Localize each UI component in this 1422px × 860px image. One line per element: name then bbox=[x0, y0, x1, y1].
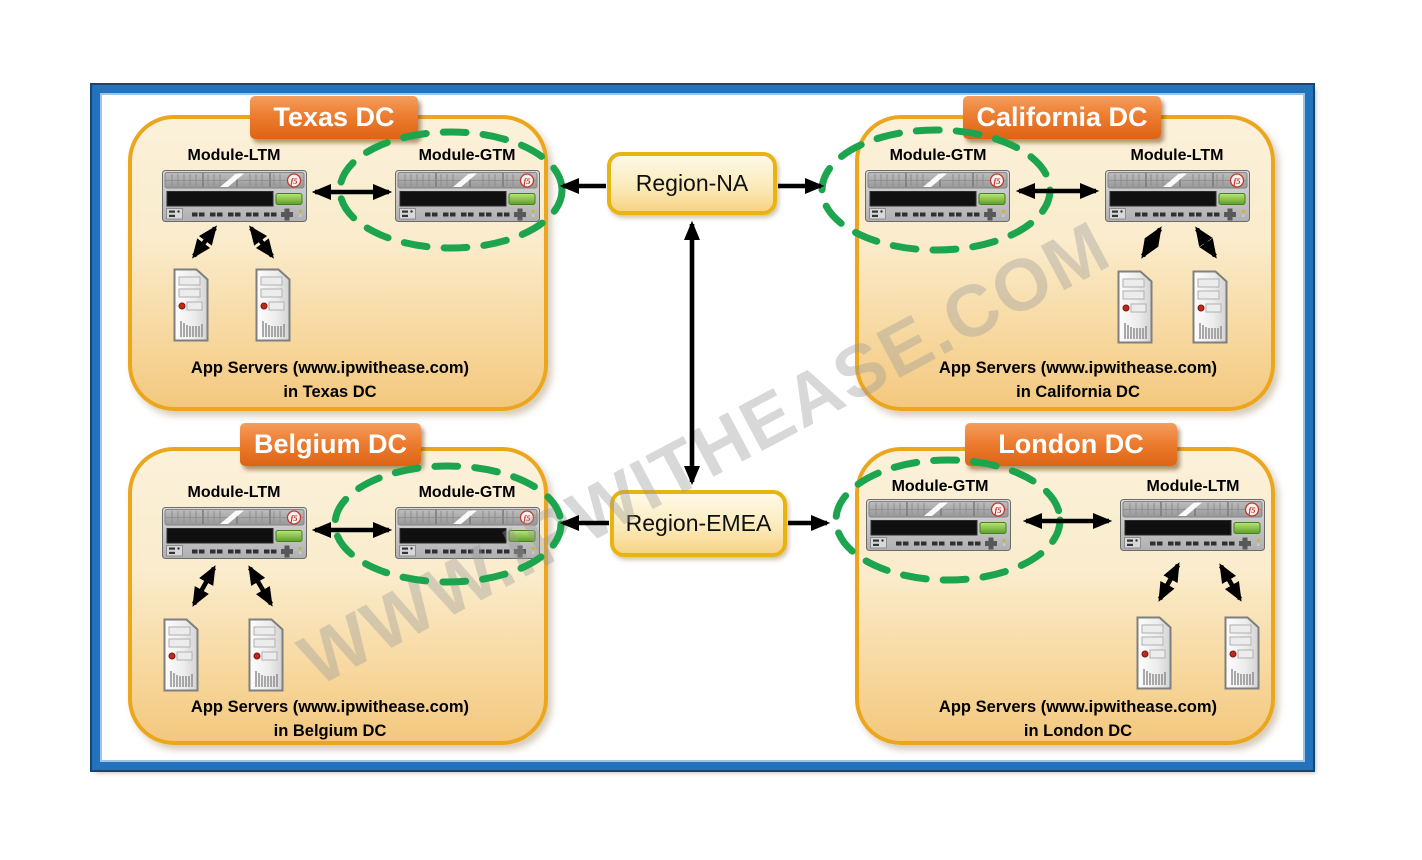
server-icon bbox=[1134, 616, 1174, 690]
server-icon bbox=[1222, 616, 1262, 690]
f5-appliance-icon-london-gtm bbox=[866, 499, 1011, 551]
f5-appliance-icon-belgium-gtm bbox=[395, 507, 540, 559]
module-label-belgium-ltm: Module-LTM bbox=[187, 484, 281, 501]
module-label-london-ltm: Module-LTM bbox=[1146, 478, 1240, 495]
diagram-frame bbox=[90, 83, 1315, 772]
dc-caption-belgium: App Servers (www.ipwithease.com) in Belg… bbox=[150, 695, 510, 743]
module-label-belgium-gtm: Module-GTM bbox=[418, 484, 516, 501]
dc-banner-california: California DC bbox=[963, 96, 1161, 139]
f5-appliance-icon-california-ltm bbox=[1105, 170, 1250, 222]
dc-caption-california: App Servers (www.ipwithease.com) in Cali… bbox=[898, 356, 1258, 404]
dc-banner-london: London DC bbox=[965, 423, 1177, 466]
dc-title: California DC bbox=[976, 102, 1148, 132]
module-label-california-gtm: Module-GTM bbox=[889, 147, 987, 164]
server-icon bbox=[253, 268, 293, 342]
server-icon bbox=[171, 268, 211, 342]
caption-line: App Servers (www.ipwithease.com) bbox=[938, 698, 1218, 716]
f5-appliance-icon-california-gtm bbox=[865, 170, 1010, 222]
caption-line: in Texas DC bbox=[283, 383, 377, 401]
dc-caption-london: App Servers (www.ipwithease.com) in Lond… bbox=[898, 695, 1258, 743]
f5-appliance-icon-texas-gtm bbox=[395, 170, 540, 222]
f5-appliance-icon-belgium-ltm bbox=[162, 507, 307, 559]
dc-caption-texas: App Servers (www.ipwithease.com) in Texa… bbox=[150, 356, 510, 404]
module-label-texas-ltm: Module-LTM bbox=[187, 147, 281, 164]
dc-banner-texas: Texas DC bbox=[250, 96, 418, 139]
server-icon bbox=[1115, 270, 1155, 344]
region-label: Region-EMEA bbox=[625, 510, 772, 536]
region-label: Region-NA bbox=[635, 170, 749, 196]
dc-banner-belgium: Belgium DC bbox=[240, 423, 421, 466]
module-label-london-gtm: Module-GTM bbox=[891, 478, 989, 495]
caption-line: App Servers (www.ipwithease.com) bbox=[190, 359, 470, 377]
dc-title: London DC bbox=[998, 429, 1144, 459]
f5-appliance-icon-london-ltm bbox=[1120, 499, 1265, 551]
module-label-california-ltm: Module-LTM bbox=[1130, 147, 1224, 164]
server-icon bbox=[1190, 270, 1230, 344]
region-node-emea: Region-EMEA bbox=[610, 490, 787, 557]
f5-appliance-icon-texas-ltm bbox=[162, 170, 307, 222]
module-label-texas-gtm: Module-GTM bbox=[418, 147, 516, 164]
caption-line: App Servers (www.ipwithease.com) bbox=[190, 698, 470, 716]
caption-line: in Belgium DC bbox=[273, 722, 387, 740]
caption-line: App Servers (www.ipwithease.com) bbox=[938, 359, 1218, 377]
dc-title: Belgium DC bbox=[253, 429, 407, 459]
region-node-na: Region-NA bbox=[607, 152, 777, 215]
caption-line: in London DC bbox=[1023, 722, 1133, 740]
dc-title: Texas DC bbox=[273, 102, 395, 132]
server-icon bbox=[246, 618, 286, 692]
caption-line: in California DC bbox=[1016, 383, 1140, 401]
server-icon bbox=[161, 618, 201, 692]
